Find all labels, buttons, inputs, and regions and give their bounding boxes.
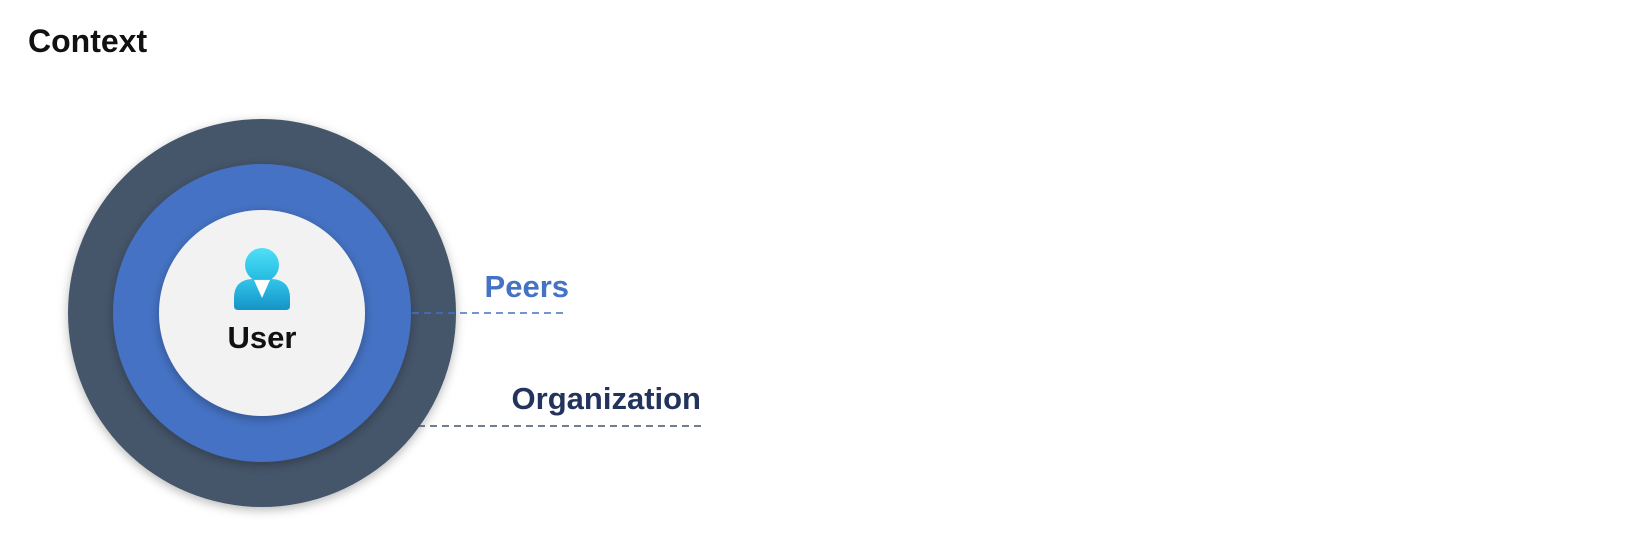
page-title: Context <box>28 23 148 59</box>
organization-label: Organization <box>512 381 701 416</box>
user-label: User <box>228 320 297 355</box>
peers-label: Peers <box>485 269 569 304</box>
user-circle <box>159 210 365 416</box>
user-icon <box>234 248 290 310</box>
